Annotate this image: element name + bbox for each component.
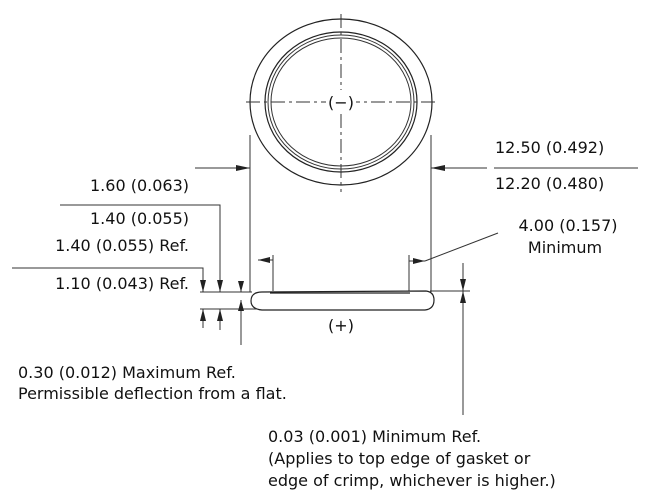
arrow-icon [258, 257, 270, 263]
arrow-icon [431, 165, 445, 171]
arrow-icon [236, 165, 250, 171]
contact-min-label-2: Minimum [528, 238, 602, 257]
arrow-icon [460, 279, 466, 291]
gasket-note: 0.03 (0.001) Minimum Ref. [268, 427, 481, 446]
diameter-max-label: 12.50 (0.492) [495, 138, 604, 157]
arrow-icon [217, 280, 223, 292]
contact-min-label: 4.00 (0.157) [519, 216, 618, 235]
cell-body [250, 290, 435, 311]
arrow-icon [413, 258, 425, 264]
height-max-label: 1.60 (0.063) [90, 176, 189, 195]
top-view: (−) [246, 14, 436, 192]
arrow-icon [200, 280, 206, 292]
height-min-label: 1.40 (0.055) [90, 209, 189, 228]
ref-min-label: 1.10 (0.043) Ref. [55, 274, 189, 293]
ref-max-label: 1.40 (0.055) Ref. [55, 236, 189, 255]
deflection-note: 0.30 (0.012) Maximum Ref. [18, 363, 236, 382]
gasket-note-2: (Applies to top edge of gasket or [268, 449, 531, 468]
gasket-note-3: edge of crimp, whichever is higher.) [268, 471, 556, 490]
arrow-icon [217, 309, 223, 321]
arrow-icon [238, 300, 244, 311]
side-view: (+) [250, 290, 435, 335]
diameter-min-label: 12.20 (0.480) [495, 174, 604, 193]
arrow-icon [460, 291, 466, 303]
positive-polarity-label: (+) [328, 316, 354, 335]
deflection-note-2: Permissible deflection from a flat. [18, 384, 287, 403]
negative-polarity-label: (−) [328, 93, 354, 112]
arrow-icon [238, 281, 244, 292]
arrow-icon [200, 309, 206, 321]
